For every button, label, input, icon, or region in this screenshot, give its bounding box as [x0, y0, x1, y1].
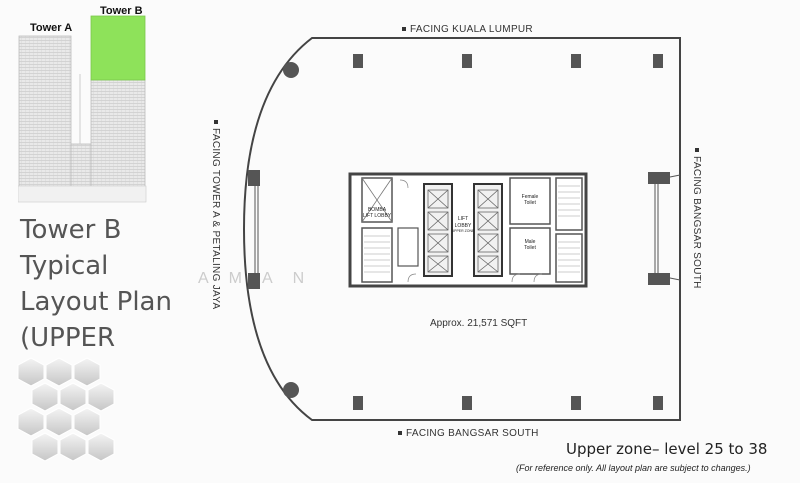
facing-right-text: FACING BANGSAR SOUTH — [691, 156, 702, 289]
male-label: Male — [525, 239, 536, 245]
disclaimer-note: (For reference only. All layout plan are… — [516, 463, 751, 473]
left-recess — [254, 180, 259, 278]
tower-thumbnail — [18, 15, 147, 203]
title-line-3: Layout Plan — [20, 287, 172, 317]
title-line-1: Tower B — [20, 215, 122, 245]
zone-label: Upper zone– level 25 to 38 — [566, 440, 768, 458]
square-columns — [248, 54, 670, 410]
facing-bottom-label: FACING BANGSAR SOUTH — [398, 428, 539, 439]
round-columns — [283, 62, 299, 398]
male-toilet-label: Toilet — [524, 245, 536, 251]
facing-bottom-text: FACING BANGSAR SOUTH — [406, 428, 539, 439]
podium-shape — [70, 143, 92, 193]
floor-area-label: Approx. 21,571 SQFT — [430, 318, 528, 329]
tower-b-label: Tower B — [100, 5, 143, 17]
page-title: Tower B Typical Layout Plan (UPPER — [20, 212, 190, 356]
podium-base — [18, 185, 147, 203]
title-line-2: Typical — [20, 251, 109, 281]
tower-b-upper-zone — [90, 15, 146, 81]
floor-outline — [242, 37, 681, 421]
tower-a-label: Tower A — [30, 22, 73, 34]
facing-top-label: FACING KUALA LUMPUR — [402, 24, 533, 35]
lift-label: LIFT — [458, 216, 468, 222]
hexagon-pattern-icon — [17, 357, 115, 462]
floor-plan: BOMBA LIFT LOBBY LIFT LOBBY UPPER ZONE F… — [242, 37, 681, 421]
female-label: Female — [522, 194, 539, 200]
facing-top-text: FACING KUALA LUMPUR — [410, 24, 533, 35]
watermark: AMAN — [198, 270, 325, 287]
bomba-label: BOMBA — [368, 207, 387, 213]
bomba-lobby-label: LIFT LOBBY — [363, 213, 392, 219]
lobby-sub-label: UPPER ZONE — [452, 229, 475, 233]
female-toilet-label: Toilet — [524, 200, 536, 206]
building-core: BOMBA LIFT LOBBY LIFT LOBBY UPPER ZONE F… — [348, 172, 588, 288]
right-recess — [654, 174, 681, 281]
tower-b-lower-shape — [90, 79, 146, 193]
facing-right-label: FACING BANGSAR SOUTH — [691, 148, 702, 289]
lobby-label: LOBBY — [455, 223, 472, 229]
tower-a-shape — [18, 35, 72, 193]
title-line-4: (UPPER — [20, 323, 116, 353]
